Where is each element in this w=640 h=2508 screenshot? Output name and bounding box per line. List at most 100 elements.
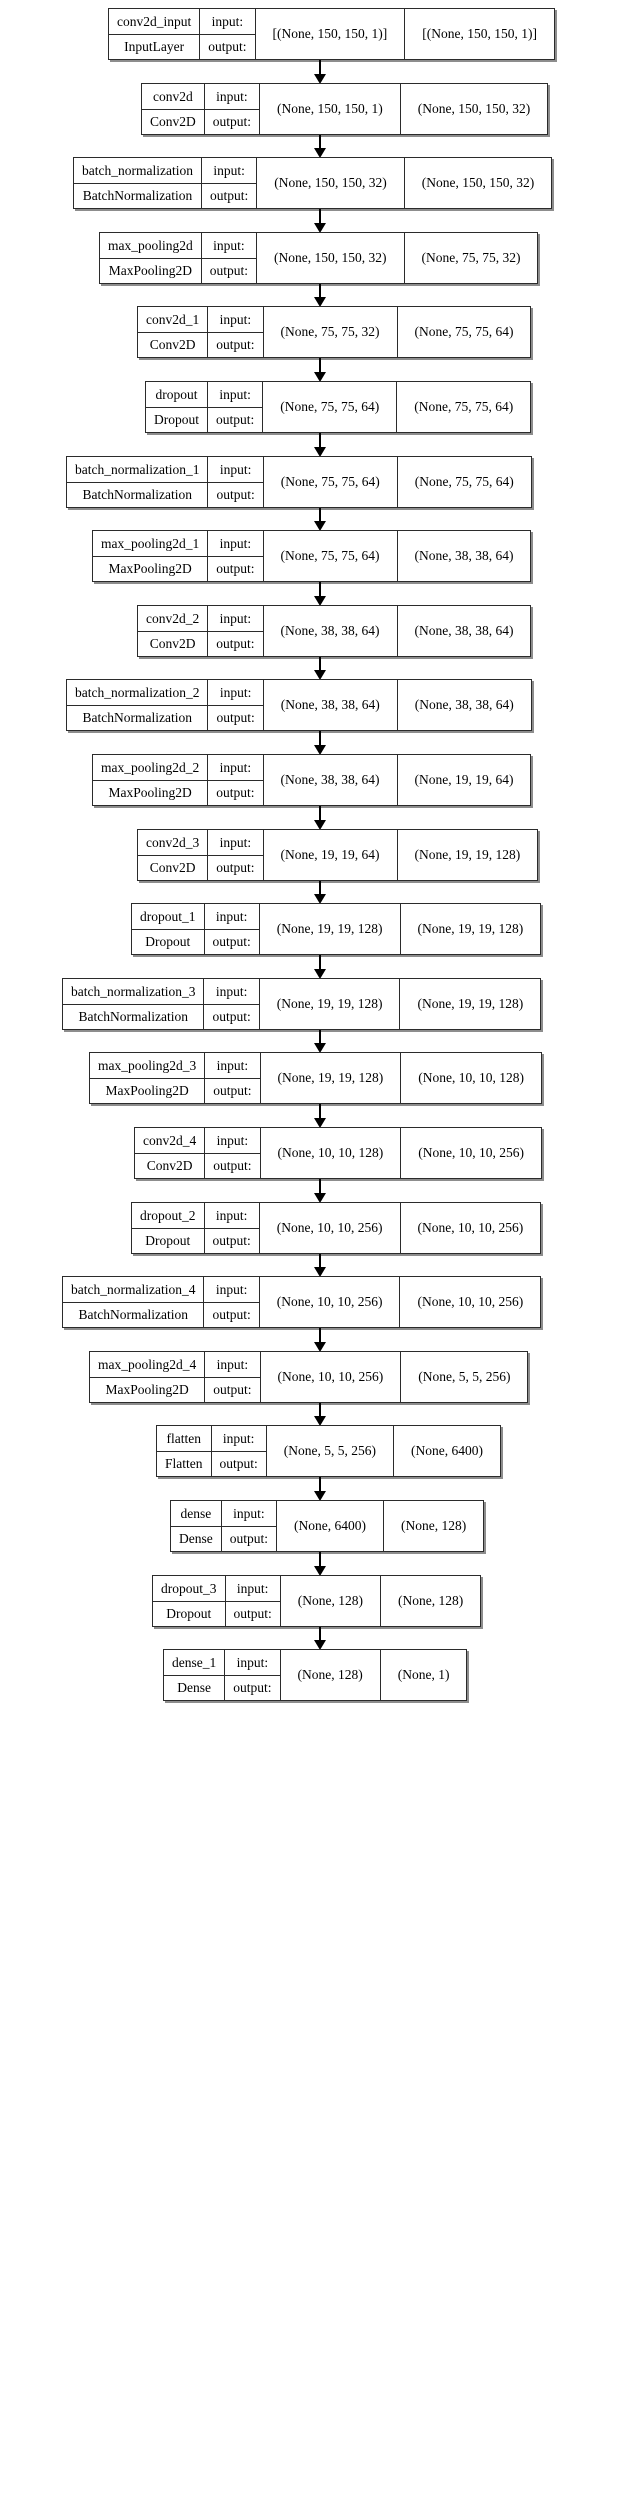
arrowhead-icon	[314, 1342, 326, 1352]
edge-max_pooling2d_4-to-flatten	[319, 1403, 321, 1417]
edge-max_pooling2d_1-to-conv2d_2	[319, 582, 321, 597]
io-label-column: input:output:	[204, 904, 260, 954]
layer-name: batch_normalization_3	[63, 979, 204, 1005]
output-shape-value: (None, 5, 5, 256)	[418, 1369, 511, 1385]
output-shape-value: (None, 1)	[397, 1667, 450, 1683]
layer-class: Conv2D	[150, 114, 196, 129]
edge-conv2d-to-batch_normalization	[319, 135, 321, 149]
input-label: input:	[204, 1203, 259, 1229]
output-label: output:	[219, 1456, 258, 1471]
edge-dropout_1-to-batch_normalization_3	[319, 955, 321, 970]
arrowhead-icon	[314, 74, 326, 84]
edge-batch_normalization-to-max_pooling2d	[319, 209, 321, 224]
layer-class: Dropout	[145, 934, 191, 949]
layer-class: Conv2D	[149, 337, 196, 352]
output-shape-cell: (None, 75, 75, 64)	[397, 382, 530, 432]
output-shape-cell: (None, 19, 19, 128)	[400, 979, 540, 1029]
output-label: output:	[212, 114, 252, 129]
input-shape-value: (None, 150, 150, 32)	[274, 250, 387, 266]
output-shape-cell: (None, 150, 150, 32)	[401, 84, 547, 134]
edge-conv2d_2-to-batch_normalization_2	[319, 657, 321, 671]
arrowhead-icon	[314, 894, 326, 904]
input-shape-value: (None, 128)	[297, 1593, 363, 1609]
layer-name: max_pooling2d_4	[90, 1352, 205, 1378]
layer-class: BatchNormalization	[82, 710, 192, 725]
input-shape-cell: (None, 19, 19, 64)	[264, 830, 398, 880]
edge-flatten-to-dense	[319, 1477, 321, 1492]
input-label: input:	[208, 830, 263, 856]
input-label: input:	[205, 1128, 260, 1154]
layer-name: max_pooling2d_3	[90, 1053, 205, 1079]
input-shape-value: (None, 150, 150, 1)	[277, 101, 383, 117]
io-label-column: input:output:	[200, 9, 256, 59]
output-shape-cell: [(None, 150, 150, 1)]	[405, 9, 554, 59]
input-label: input:	[205, 1352, 260, 1378]
input-label: input:	[204, 1277, 259, 1303]
output-shape-value: (None, 150, 150, 32)	[421, 175, 535, 191]
input-label: input:	[225, 1650, 280, 1676]
output-shape-cell: (None, 38, 38, 64)	[398, 531, 531, 581]
layer-class: BatchNormalization	[78, 1307, 188, 1322]
layer-class: BatchNormalization	[78, 1009, 188, 1024]
input-label: input:	[205, 1053, 260, 1079]
output-label: output:	[212, 934, 251, 949]
input-label: input:	[208, 680, 263, 706]
input-shape-cell: (None, 150, 150, 1)	[260, 84, 401, 134]
input-shape-cell: (None, 38, 38, 64)	[264, 755, 398, 805]
output-label: output:	[233, 1606, 272, 1621]
edge-batch_normalization_4-to-max_pooling2d_4	[319, 1328, 321, 1343]
output-label: output:	[212, 1233, 251, 1248]
output-shape-value: (None, 19, 19, 64)	[414, 772, 514, 788]
io-label-column: input:output:	[208, 830, 264, 880]
layer-class: MaxPooling2D	[105, 1382, 189, 1397]
output-shape-value: (None, 38, 38, 64)	[414, 548, 514, 564]
output-shape-cell: (None, 10, 10, 256)	[401, 1128, 541, 1178]
input-shape-value: (None, 38, 38, 64)	[280, 697, 380, 713]
output-shape-cell: (None, 6400)	[394, 1426, 500, 1476]
arrowhead-icon	[314, 969, 326, 979]
output-shape-cell: (None, 10, 10, 256)	[401, 1203, 541, 1253]
edge-max_pooling2d_3-to-conv2d_4	[319, 1104, 321, 1119]
output-shape-value: (None, 19, 19, 128)	[414, 847, 521, 863]
output-label: output:	[213, 1382, 252, 1397]
layer-name: dropout_1	[132, 904, 204, 930]
io-label-column: input: output:	[205, 1352, 261, 1402]
output-label: output:	[216, 636, 255, 651]
input-label: input:	[208, 382, 263, 408]
output-shape-cell: (None, 75, 75, 32)	[405, 233, 538, 283]
io-label-column: input:output:	[225, 1650, 281, 1700]
edge-batch_normalization_1-to-max_pooling2d_1	[319, 508, 321, 522]
input-shape-value: (None, 5, 5, 256)	[283, 1443, 376, 1459]
output-shape-value: (None, 128)	[398, 1593, 464, 1609]
